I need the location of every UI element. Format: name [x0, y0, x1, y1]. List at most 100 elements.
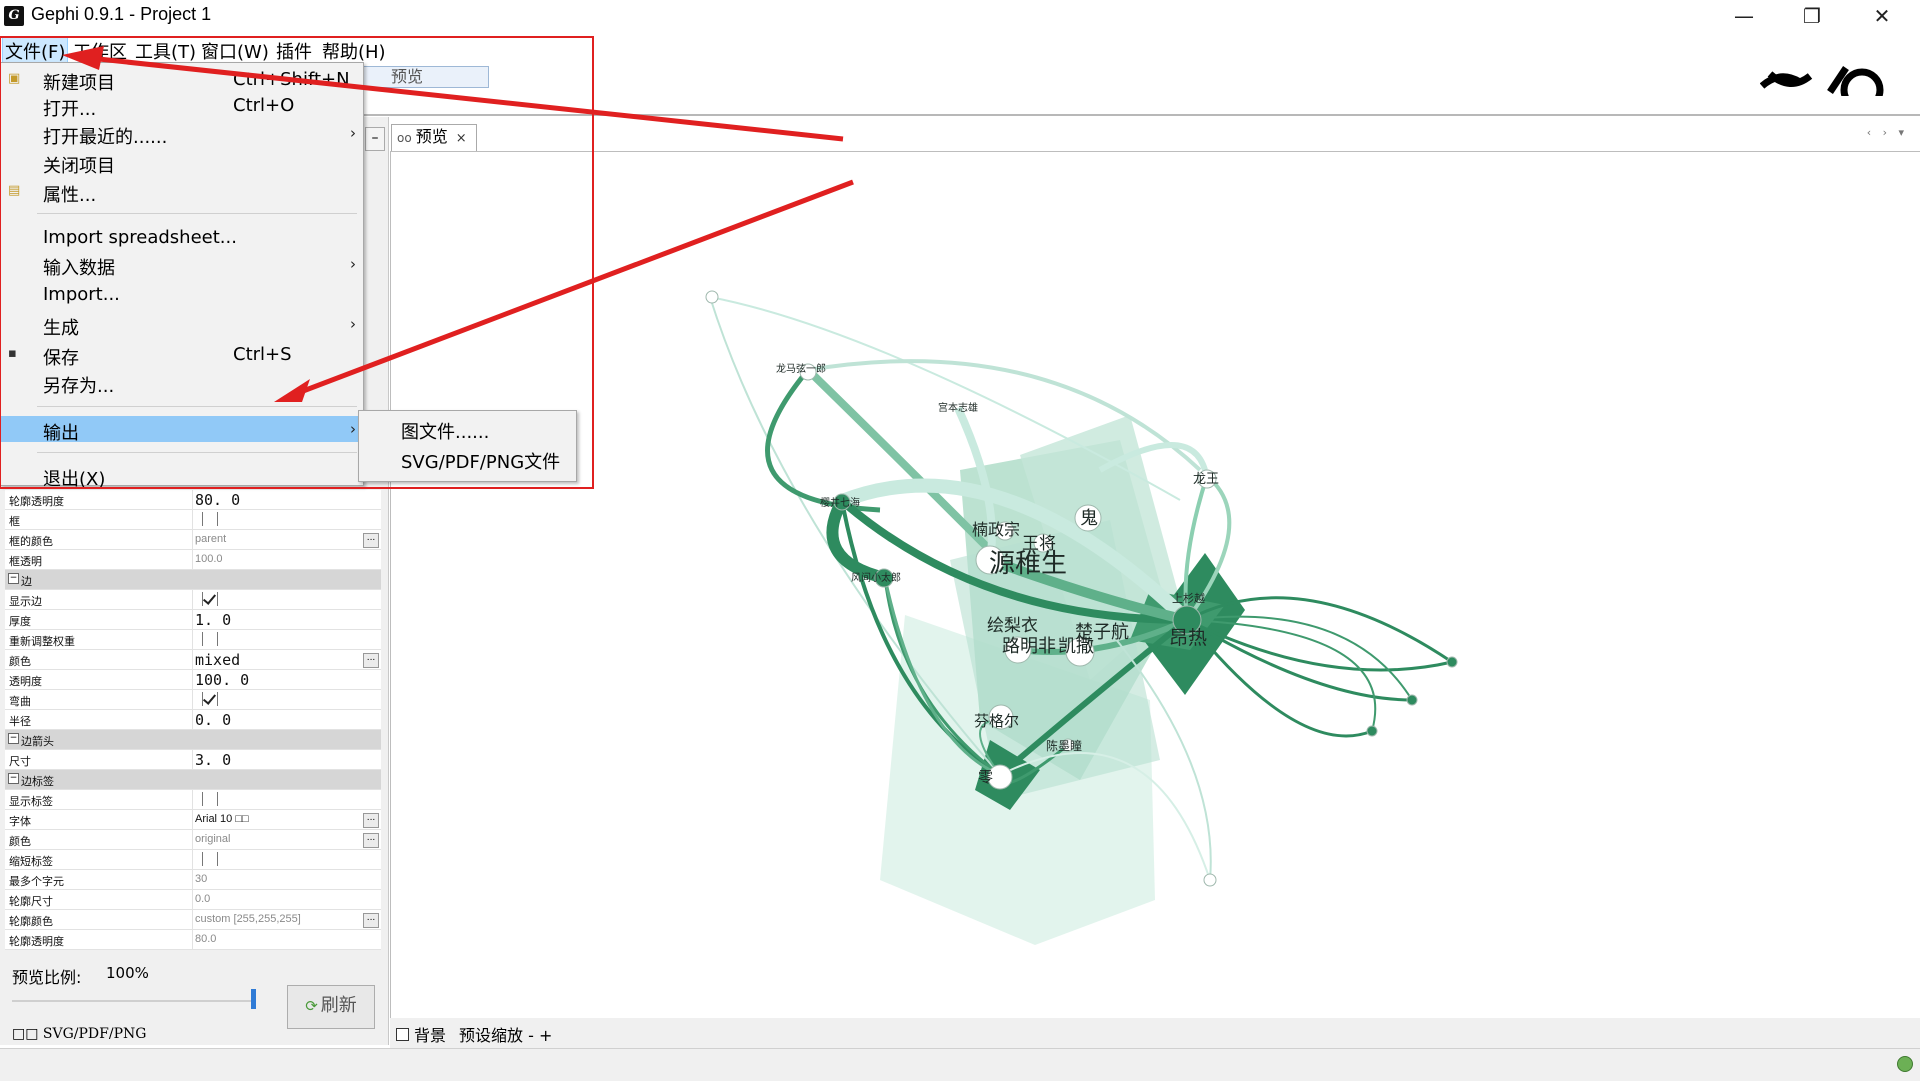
network-graph[interactable]: 源稚生 楠政宗 王将 鬼 龙王 上杉越 昂热 楚子航 绘梨衣 路明非 凯撒 芬格… [391, 152, 1919, 1017]
graph-node[interactable] [975, 545, 1005, 575]
status-notification-icon[interactable] [1897, 1056, 1913, 1072]
preview-nav-arrows[interactable]: ‹ › ▾ [1866, 126, 1908, 139]
property-edit-button[interactable]: ... [363, 653, 379, 668]
property-row[interactable]: 弯曲 [5, 690, 381, 710]
property-row[interactable]: 显示边 [5, 590, 381, 610]
panel-minimize-button[interactable]: – [365, 127, 385, 151]
property-section-header[interactable]: −边 [5, 570, 381, 590]
graph-node[interactable] [1406, 694, 1418, 706]
property-value[interactable]: original [195, 833, 231, 845]
file-menu-item[interactable]: 打开...Ctrl+O [1, 92, 363, 120]
file-menu-item[interactable]: 打开最近的......› [1, 120, 363, 148]
graph-node[interactable] [988, 704, 1014, 730]
graph-node[interactable] [1033, 533, 1053, 553]
property-value[interactable]: custom [255,255,255] [195, 913, 301, 925]
collapse-toggle-icon[interactable]: − [8, 773, 19, 784]
property-section-header[interactable]: −边标签 [5, 770, 381, 790]
property-row[interactable]: 显示标签 [5, 790, 381, 810]
graph-node[interactable] [1061, 738, 1075, 752]
menu-workspace[interactable]: 工作区 [73, 42, 127, 63]
property-checkbox[interactable] [202, 512, 218, 526]
graph-node[interactable] [1446, 656, 1458, 668]
file-menu-item[interactable]: 关闭项目 [1, 149, 363, 177]
zoom-slider[interactable] [12, 1000, 255, 1002]
property-row[interactable]: 框 [5, 510, 381, 530]
export-svg-pdf-png[interactable]: □□ SVG/PDF/PNG [12, 1026, 147, 1042]
file-menu-item[interactable]: 另存为... [1, 369, 363, 397]
graph-node[interactable] [833, 493, 851, 511]
maximize-button[interactable]: ❐ [1803, 4, 1821, 28]
menu-window[interactable]: 窗口(W) [201, 42, 269, 63]
preset-zoom-controls[interactable]: 预设缩放 - + [459, 1026, 553, 1045]
graph-node[interactable] [874, 568, 894, 588]
property-value[interactable]: 80. 0 [195, 491, 241, 509]
export-graph-file-item[interactable]: 图文件...... [401, 422, 490, 443]
property-value[interactable]: parent [195, 533, 227, 545]
property-value[interactable]: 0.0 [195, 893, 211, 905]
property-value[interactable]: 3. 0 [195, 751, 232, 769]
graph-node[interactable] [1065, 637, 1095, 667]
property-edit-button[interactable]: ... [363, 533, 379, 548]
graph-node[interactable] [1197, 469, 1217, 489]
background-checkbox[interactable] [396, 1028, 409, 1041]
graph-node[interactable] [1172, 605, 1202, 635]
preview-mode-button[interactable]: 预览 [357, 66, 489, 88]
property-checkbox[interactable] [202, 792, 218, 806]
property-value[interactable]: Arial 10 □□ [195, 813, 249, 825]
property-section-header[interactable]: −边箭头 [5, 730, 381, 750]
graph-node[interactable] [705, 290, 719, 304]
menu-tools[interactable]: 工具(T) [135, 42, 197, 63]
property-row[interactable]: 重新调整权重 [5, 630, 381, 650]
file-menu-item[interactable]: 退出(X) [1, 462, 363, 490]
property-checkbox[interactable] [202, 852, 218, 866]
property-edit-button[interactable]: ... [363, 913, 379, 928]
tab-close-icon[interactable]: × [455, 131, 467, 146]
file-menu-item[interactable]: ▤属性... [1, 178, 363, 206]
graph-node[interactable] [1074, 504, 1102, 532]
menu-plugins[interactable]: 插件 [276, 42, 312, 63]
zoom-slider-thumb[interactable] [251, 989, 256, 1009]
property-edit-button[interactable]: ... [363, 833, 379, 848]
graph-node[interactable] [987, 764, 1013, 790]
property-checkbox[interactable] [202, 692, 218, 706]
property-row[interactable]: 缩短标签 [5, 850, 381, 870]
property-value[interactable]: 100.0 [195, 553, 223, 565]
close-button[interactable]: ✕ [1873, 4, 1891, 28]
property-value[interactable]: mixed [195, 651, 241, 669]
graph-node[interactable] [1203, 873, 1217, 887]
menu-file[interactable]: 文件(F) [2, 37, 69, 65]
collapse-toggle-icon[interactable]: − [8, 573, 19, 584]
export-svg-pdf-png-item[interactable]: SVG/PDF/PNG文件 [401, 452, 561, 473]
graph-node[interactable] [1004, 636, 1032, 664]
property-checkbox[interactable] [202, 592, 218, 606]
property-value[interactable]: 80.0 [195, 933, 217, 945]
file-menu-item[interactable]: 输出› [1, 416, 363, 444]
file-menu-item[interactable]: Import... [1, 281, 363, 307]
graph-node[interactable] [1366, 725, 1378, 737]
property-value[interactable]: 100. 0 [195, 671, 250, 689]
menu-help[interactable]: 帮助(H) [322, 42, 386, 63]
property-value[interactable]: 30 [195, 873, 208, 885]
property-checkbox[interactable] [202, 632, 218, 646]
graph-node[interactable] [995, 521, 1015, 541]
file-menu-item[interactable]: 生成› [1, 311, 363, 339]
file-menu-item[interactable]: Import spreadsheet... [1, 224, 363, 250]
property-value[interactable]: 0. 0 [195, 711, 232, 729]
